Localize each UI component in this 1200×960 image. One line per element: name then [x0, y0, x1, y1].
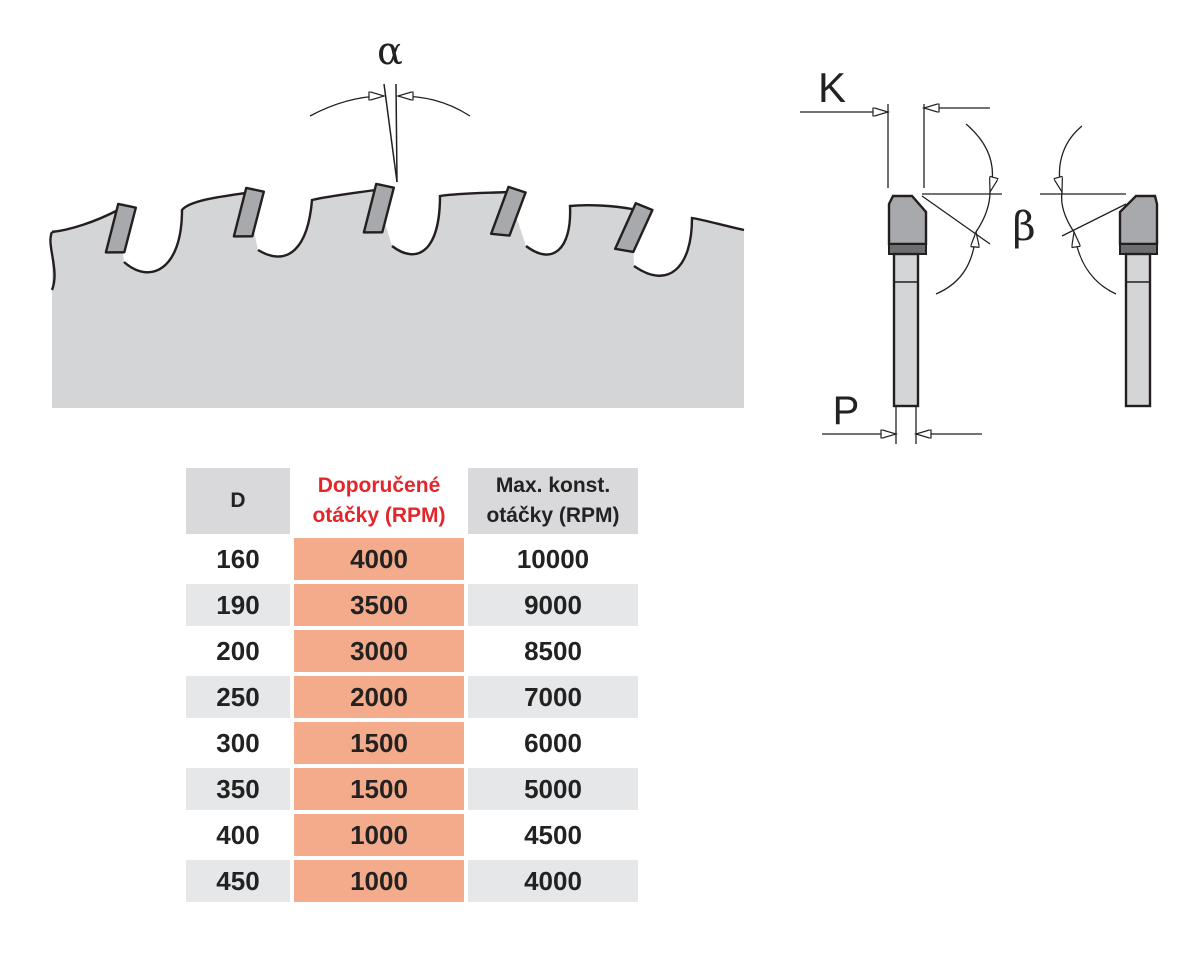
header-max-line1: Max. konst. — [495, 474, 611, 497]
cell-max-rpm: 7000 — [468, 672, 638, 718]
header-recommended-line1: Doporučené — [317, 474, 441, 497]
cell-recommended-rpm: 1500 — [294, 718, 464, 764]
table-row: 200 3000 8500 — [186, 626, 638, 672]
cell-recommended-rpm: 3500 — [294, 580, 464, 626]
tooth — [489, 185, 527, 237]
cell-max-rpm: 9000 — [468, 580, 638, 626]
saw-blade-diagram: α K P — [49, 29, 1159, 444]
table-row: 350 1500 5000 — [186, 764, 638, 810]
cell-max-rpm: 4500 — [468, 810, 638, 856]
cell-diameter: 350 — [186, 764, 290, 810]
cell-diameter: 160 — [186, 534, 290, 580]
header-recommended-rpm: Doporučené otáčky (RPM) — [294, 468, 464, 534]
cell-max-rpm: 4000 — [468, 856, 638, 902]
tooth — [232, 186, 266, 238]
cell-diameter: 450 — [186, 856, 290, 902]
blade-edge — [51, 188, 745, 277]
beta-label: β — [1012, 204, 1035, 250]
beta-angle-left — [921, 123, 1002, 295]
cell-recommended-rpm: 1000 — [294, 810, 464, 856]
plate-dimension: P — [822, 389, 982, 444]
cell-max-rpm: 6000 — [468, 718, 638, 764]
plate-label: P — [833, 389, 860, 433]
cell-max-rpm: 10000 — [468, 534, 638, 580]
header-diameter: D — [186, 468, 290, 534]
cell-recommended-rpm: 1000 — [294, 856, 464, 902]
table-row: 190 3500 9000 — [186, 580, 638, 626]
table-row: 250 2000 7000 — [186, 672, 638, 718]
header-max-rpm: Max. konst. otáčky (RPM) — [468, 468, 638, 534]
cell-recommended-rpm: 4000 — [294, 534, 464, 580]
kerf-dimension: K — [800, 64, 990, 188]
table-row: 300 1500 6000 — [186, 718, 638, 764]
tooth-section-left — [887, 194, 928, 408]
cell-recommended-rpm: 1500 — [294, 764, 464, 810]
tooth-section-right — [1118, 194, 1159, 408]
table-row: 160 4000 10000 — [186, 534, 638, 580]
tooth — [613, 202, 654, 254]
cell-recommended-rpm: 3000 — [294, 626, 464, 672]
tooth — [104, 202, 138, 254]
cell-diameter: 300 — [186, 718, 290, 764]
cell-diameter: 190 — [186, 580, 290, 626]
blade-body — [52, 190, 744, 408]
alpha-angle: α — [309, 29, 471, 183]
tooth — [362, 182, 396, 234]
cell-diameter: 400 — [186, 810, 290, 856]
kerf-label: K — [818, 64, 846, 111]
cell-diameter: 200 — [186, 626, 290, 672]
cell-recommended-rpm: 2000 — [294, 672, 464, 718]
alpha-label: α — [377, 29, 403, 73]
table-header-row: D Doporučené otáčky (RPM) Max. konst. ot… — [186, 468, 638, 534]
cell-diameter: 250 — [186, 672, 290, 718]
beta-angle-right: β — [1012, 125, 1127, 295]
rpm-table: D Doporučené otáčky (RPM) Max. konst. ot… — [182, 468, 642, 902]
blade-profile — [49, 182, 745, 408]
header-max-line2: otáčky (RPM) — [486, 504, 620, 527]
table-row: 450 1000 4000 — [186, 856, 638, 902]
cell-max-rpm: 5000 — [468, 764, 638, 810]
cell-max-rpm: 8500 — [468, 626, 638, 672]
table-row: 400 1000 4500 — [186, 810, 638, 856]
header-recommended-line2: otáčky (RPM) — [312, 504, 446, 527]
